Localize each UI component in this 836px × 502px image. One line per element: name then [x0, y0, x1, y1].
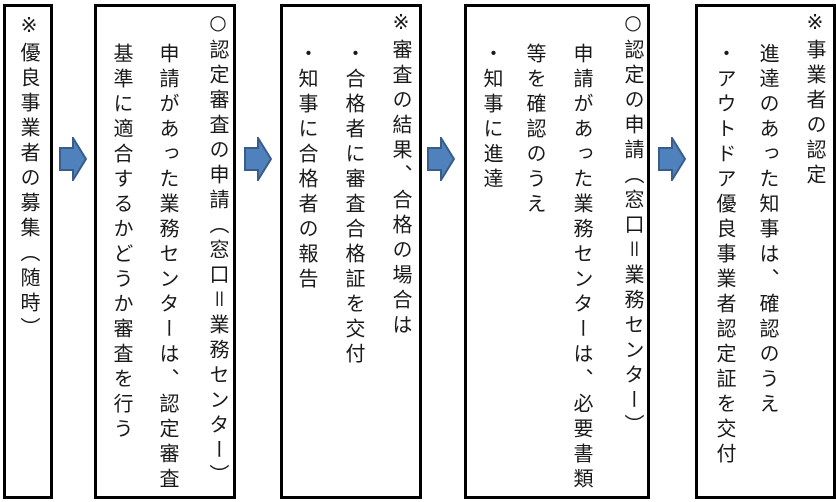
- step-text-line: ○認定審査の申請（窓口＝業務センター）: [206, 10, 230, 489]
- step-text-line: ・知事に進達: [480, 43, 504, 193]
- right-arrow-icon: [244, 137, 272, 181]
- right-arrow-icon: [427, 137, 455, 181]
- step-text-line: ・合格者に審査合格証を交付: [342, 43, 366, 368]
- step-text-line: ※事業者の認定: [803, 10, 827, 189]
- step-text-line: 申請があった業務センターは、認定審査: [156, 43, 180, 493]
- step-text-line: ※優良事業者の募集（随時）: [17, 13, 41, 342]
- step-box-recruitment: ※優良事業者の募集（随時）: [3, 4, 53, 499]
- step-box-certification-application: ○認定の申請（窓口＝業務センター） 申請があった業務センターは、必要書類 等を確…: [464, 4, 650, 499]
- step-text-line: ・知事に合格者の報告: [295, 43, 319, 293]
- right-arrow-icon: [658, 137, 686, 181]
- right-arrow-icon-shape: [658, 137, 686, 181]
- step-text-line: ・アウトドア優良事業者認定証を交付: [713, 43, 737, 468]
- step-box-screening-application: ○認定審査の申請（窓口＝業務センター） 申請があった業務センターは、認定審査 基…: [94, 4, 236, 499]
- right-arrow-icon-shape: [59, 137, 87, 181]
- step-box-certification: ※事業者の認定 進達のあった知事は、確認のうえ ・アウトドア優良事業者認定証を交…: [695, 4, 836, 499]
- step-text-line: ○認定の申請（窓口＝業務センター）: [621, 10, 645, 439]
- right-arrow-icon-shape: [244, 137, 272, 181]
- step-text-line: 基準に適合するかどうか審査を行う: [110, 43, 134, 443]
- step-text-line: ※審査の結果、合格の場合は: [389, 10, 413, 339]
- step-text-line: 等を確認のうえ: [523, 43, 547, 218]
- step-text-line: 申請があった業務センターは、必要書類: [570, 43, 594, 493]
- step-text-line: 進達のあった知事は、確認のうえ: [756, 43, 780, 418]
- right-arrow-icon: [59, 137, 87, 181]
- step-box-screening-result: ※審査の結果、合格の場合は ・合格者に審査合格証を交付 ・知事に合格者の報告: [280, 4, 422, 499]
- right-arrow-icon-shape: [427, 137, 455, 181]
